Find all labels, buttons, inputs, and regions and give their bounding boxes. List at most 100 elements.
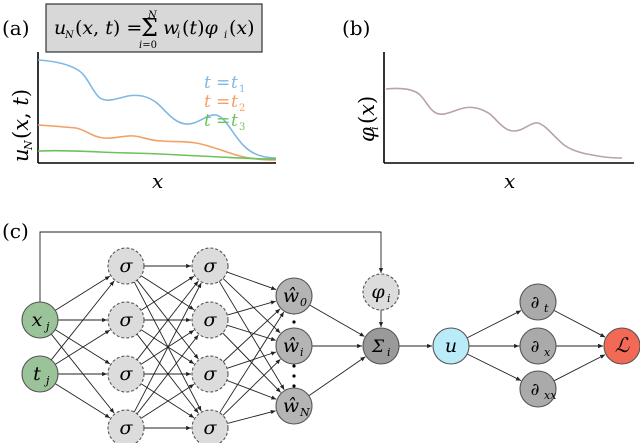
node-sum-sub: i xyxy=(387,346,391,359)
svg-text:N: N xyxy=(147,10,158,21)
panel-b-xlabel: x xyxy=(504,169,515,193)
deriv-node-0: ∂t xyxy=(519,283,557,321)
edge-h2-3-w-1 xyxy=(222,358,281,416)
edge-in0-h1-2 xyxy=(55,329,111,365)
svg-text:u: u xyxy=(54,17,66,39)
edge-in1-h1-0 xyxy=(50,280,115,361)
legend-t3: t = t 3 xyxy=(204,111,245,133)
panel-c-label: (c) xyxy=(2,219,29,243)
edge-h1-1-h2-2 xyxy=(140,329,195,365)
equation: u N (x, t) = N Σ i=0 w i (t)φ i (x) xyxy=(54,10,255,51)
svg-text:1: 1 xyxy=(239,84,245,95)
panel-a-label: (a) xyxy=(2,16,30,40)
hidden1-node-2-label: σ xyxy=(120,363,134,385)
edge-h2-3-w-2 xyxy=(227,409,276,424)
node-t-sub: j xyxy=(43,374,50,387)
svg-text:(x, t) =: (x, t) = xyxy=(75,17,142,39)
weight-node-2-label: ŵ xyxy=(283,395,299,417)
curve-phi xyxy=(385,87,623,159)
edge-h1-3-h2-0 xyxy=(133,282,202,413)
network-edges xyxy=(39,231,606,431)
edge-d-2-loss xyxy=(553,354,606,382)
ellipsis-dot-0 xyxy=(292,364,296,368)
deriv-node-1-label: ∂ xyxy=(531,337,540,357)
deriv-node-2-sub: xx xyxy=(544,389,557,402)
hidden1-node-0: σ xyxy=(107,247,145,285)
edge-h1-3-h2-2 xyxy=(140,383,195,419)
hidden2-node-3-label: σ xyxy=(204,417,218,439)
hidden2-node-2-label: σ xyxy=(204,363,218,385)
legend-t2: t = t 2 xyxy=(204,92,245,114)
node-sum-label: Σ xyxy=(371,337,385,357)
legend-t1: t = t 1 xyxy=(204,73,245,95)
hidden1-node-1: σ xyxy=(107,301,145,339)
edge-w-0-sum xyxy=(309,304,365,337)
deriv-node-2-label: ∂ xyxy=(531,380,540,400)
node-loss: ℒ xyxy=(603,327,640,365)
ellipsis-dot-upper-1 xyxy=(292,320,296,324)
svg-text:(x): (x) xyxy=(355,96,379,124)
edge-h2-2-w-2 xyxy=(226,379,277,400)
edge-h1-2-h2-0 xyxy=(136,280,199,361)
svg-text:N: N xyxy=(22,140,35,151)
hidden1-node-1-label: σ xyxy=(120,309,134,331)
edge-h2-1-w-0 xyxy=(227,300,276,316)
hidden1-node-3-label: σ xyxy=(120,417,134,439)
edge-in1-h1-1 xyxy=(55,329,111,365)
hidden1-node-0-label: σ xyxy=(120,255,134,277)
equation-box xyxy=(45,3,263,53)
svg-text:w: w xyxy=(163,17,179,39)
edge-h1-0-h2-1 xyxy=(140,275,195,311)
edge-h2-0-w-0 xyxy=(226,271,277,291)
edge-h1-3-h2-1 xyxy=(136,334,199,415)
svg-text:(t)φ: (t)φ xyxy=(182,17,218,39)
weight-node-2-sub: N xyxy=(299,406,310,419)
deriv-node-1-sub: x xyxy=(544,346,551,359)
svg-text:φ: φ xyxy=(355,127,379,142)
hidden1-node-3: σ xyxy=(107,409,145,447)
hidden2-node-2: σ xyxy=(191,355,229,393)
edge-h2-2-w-1 xyxy=(226,351,277,369)
edge-h1-2-h2-3 xyxy=(140,383,195,419)
curve-t2 xyxy=(37,124,277,161)
edge-h1-1-h2-0 xyxy=(140,275,195,311)
deriv-node-1: ∂x xyxy=(519,327,557,365)
panel-a-ylabel: u N (x, t) xyxy=(9,89,35,162)
panel-b-ylabel: φ i (x) xyxy=(355,96,381,142)
node-u-label: u xyxy=(445,335,457,357)
svg-text:i: i xyxy=(177,30,180,41)
svg-text:=: = xyxy=(216,73,230,93)
edge-in1-h1-3 xyxy=(55,383,111,419)
ellipsis-dot-2 xyxy=(292,384,296,388)
deriv-node-0-sub: t xyxy=(544,302,549,315)
svg-text:t: t xyxy=(204,92,211,112)
hidden2-node-1: σ xyxy=(191,301,229,339)
weight-node-0-label: ŵ xyxy=(283,285,299,307)
node-loss-label: ℒ xyxy=(615,333,630,357)
node-phi-sub: i xyxy=(387,292,391,305)
svg-text:i: i xyxy=(368,126,381,130)
weight-node-0-sub: 0 xyxy=(300,296,307,309)
svg-text:(x, t): (x, t) xyxy=(9,89,33,139)
edge-h2-3-w-0 xyxy=(219,311,285,414)
hidden2-node-1-label: σ xyxy=(204,309,218,331)
svg-text:=: = xyxy=(216,111,230,131)
deriv-node-0-label: ∂ xyxy=(531,293,540,313)
node-phi-label: φ xyxy=(371,281,385,303)
svg-text:N: N xyxy=(64,30,75,41)
edge-in0-h1-0 xyxy=(55,275,111,311)
curve-t1 xyxy=(37,59,277,159)
svg-text:t: t xyxy=(231,73,238,93)
svg-text:t: t xyxy=(204,73,211,93)
svg-text:i: i xyxy=(224,30,227,41)
edge-h2-1-w-1 xyxy=(227,324,276,342)
svg-text:t: t xyxy=(204,111,211,131)
svg-text:3: 3 xyxy=(239,122,245,133)
svg-text:i=0: i=0 xyxy=(139,40,157,51)
edge-x-to-phi xyxy=(39,231,384,302)
